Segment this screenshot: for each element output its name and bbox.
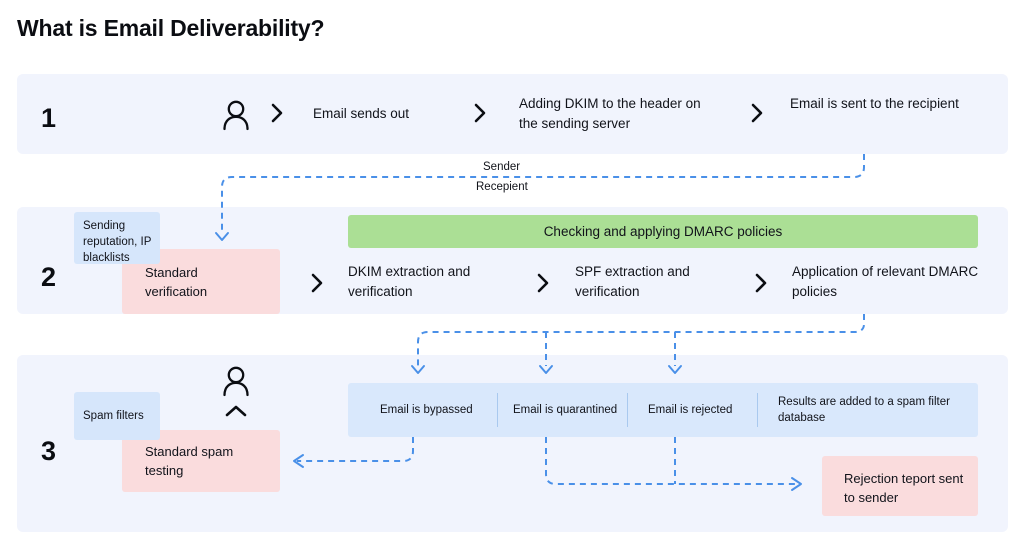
standard-verification-label: Standard verification xyxy=(145,265,208,299)
sending-reputation-box: Sending reputation, IP blacklists xyxy=(74,212,160,264)
stage-row-3: 3 Email is bypassed Email is quarantined… xyxy=(17,355,1008,532)
chevron-right-icon xyxy=(753,272,769,294)
stage-row-1: 1 Email sends out Adding DKIM to the hea… xyxy=(17,74,1008,154)
results-bar: Email is bypassed Email is quarantined E… xyxy=(348,383,978,437)
row-3-number: 3 xyxy=(41,436,57,466)
result-item-quarantined: Email is quarantined xyxy=(513,404,618,416)
row-1-number: 1 xyxy=(41,103,57,133)
person-icon xyxy=(219,98,253,132)
chevron-right-icon xyxy=(309,272,325,294)
chevron-right-icon xyxy=(535,272,551,294)
row-2-step-3: Application of relevant DMARC policies xyxy=(792,264,979,299)
result-item-spam-database: Results are added to a spam filter datab… xyxy=(778,396,950,424)
recipient-label: Recepient xyxy=(476,181,528,193)
row-1-step-2: Adding DKIM to the header on the sending… xyxy=(519,96,701,131)
row-2-number: 2 xyxy=(41,262,57,292)
row-1-step-3: Email is sent to the recipient xyxy=(790,96,959,111)
result-item-rejected: Email is rejected xyxy=(648,404,733,416)
chevron-up-icon xyxy=(224,403,248,419)
spam-filters-box: Spam filters xyxy=(74,392,160,440)
standard-verification-box: Standard verification xyxy=(122,249,280,314)
sender-label: Sender xyxy=(483,161,521,173)
row-2-step-2: SPF extraction and verification xyxy=(575,264,690,299)
dmarc-banner-label: Checking and applying DMARC policies xyxy=(543,224,783,239)
rejection-report-label: Rejection teport sent to sender xyxy=(844,471,964,505)
results-divider xyxy=(497,393,498,427)
standard-spam-testing-label: Standard spam testing xyxy=(145,444,234,478)
chevron-right-icon xyxy=(269,102,285,124)
chevron-right-icon xyxy=(749,102,765,124)
dmarc-banner: Checking and applying DMARC policies xyxy=(348,215,978,248)
page-title: What is Email Deliverability? xyxy=(17,15,325,41)
row-1-step-1: Email sends out xyxy=(313,106,410,121)
results-divider xyxy=(757,393,758,427)
sending-reputation-label: Sending reputation, IP blacklists xyxy=(83,220,152,264)
row-2-step-1: DKIM extraction and verification xyxy=(348,264,471,299)
standard-spam-testing-box: Standard spam testing xyxy=(122,430,280,492)
chevron-right-icon xyxy=(472,102,488,124)
rejection-report-box: Rejection teport sent to sender xyxy=(822,456,978,516)
spam-filters-label: Spam filters xyxy=(83,410,144,422)
person-icon xyxy=(219,364,253,398)
results-divider xyxy=(627,393,628,427)
result-item-bypassed: Email is bypassed xyxy=(380,404,473,416)
